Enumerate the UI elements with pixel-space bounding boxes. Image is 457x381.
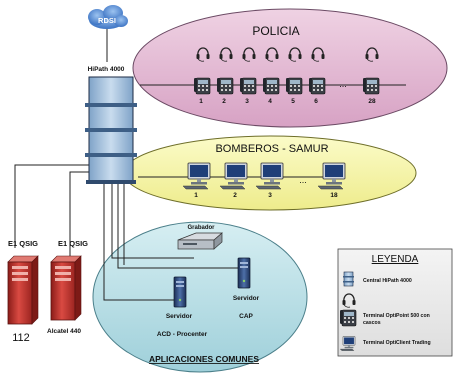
servidor-cap-tower bbox=[237, 257, 251, 289]
grabador-device bbox=[177, 232, 223, 250]
hipath-rack bbox=[85, 76, 137, 184]
legend-item-label-line2: cascos bbox=[363, 320, 381, 326]
rdsi-cloud: RDSI bbox=[88, 5, 128, 29]
hipath-label: HiPath 4000 bbox=[88, 66, 125, 73]
aplicaciones-zone bbox=[92, 221, 308, 373]
bomberos-title: BOMBEROS - SAMUR bbox=[215, 143, 328, 155]
bomberos-ellipsis: ... bbox=[299, 175, 307, 185]
desk-phone-icon bbox=[362, 77, 380, 95]
phone-number: 28 bbox=[368, 98, 376, 105]
phone-number: 6 bbox=[314, 98, 318, 105]
server-112-rack bbox=[7, 255, 39, 325]
station-number: 2 bbox=[233, 192, 237, 199]
desk-phone-icon bbox=[308, 77, 326, 95]
policia-ellipsis: ... bbox=[339, 79, 347, 89]
e1-qsig-right-label: E1 QSIG bbox=[58, 239, 88, 248]
legend-item-label: Terminal OptiClient Trading bbox=[363, 340, 431, 346]
phone-number: 3 bbox=[245, 98, 249, 105]
desk-phone-icon bbox=[339, 309, 357, 327]
legend-box: LEYENDA Central HiPath 4000 Terminal Opt… bbox=[337, 248, 453, 357]
pbx-tower-icon bbox=[343, 271, 354, 287]
desk-phone-icon bbox=[216, 77, 234, 95]
alcatel-440-caption: Alcatel 440 bbox=[47, 328, 81, 335]
servidor-acd-label-2: ACD - Procenter bbox=[157, 331, 208, 338]
legend-item-label: Central HiPath 4000 bbox=[363, 278, 412, 284]
servidor-acd-tower bbox=[173, 276, 187, 308]
phone-number: 4 bbox=[268, 98, 272, 105]
policia-phone-numbers: 1 2 3 4 5 6 28 bbox=[199, 98, 376, 105]
grabador-label: Grabador bbox=[187, 225, 215, 231]
bomberos-station-numbers: 1 2 3 18 bbox=[194, 192, 338, 199]
desk-phone-icon bbox=[193, 77, 211, 95]
legend-item-label: Terminal OptiPoint 500 con cascos bbox=[363, 313, 431, 326]
desk-phone-icon bbox=[239, 77, 257, 95]
phone-number: 1 bbox=[199, 98, 203, 105]
desk-phone-icon bbox=[262, 77, 280, 95]
rdsi-label: RDSI bbox=[98, 16, 116, 25]
servidor-cap-label-1: Servidor bbox=[233, 295, 260, 302]
aplicaciones-title: APLICACIONES COMUNES bbox=[149, 354, 259, 364]
station-number: 18 bbox=[330, 192, 338, 199]
e1-qsig-left-label: E1 QSIG bbox=[8, 239, 38, 248]
station-number: 3 bbox=[268, 192, 272, 199]
servidor-acd-label-1: Servidor bbox=[166, 313, 193, 320]
servidor-cap-label-2: CAP bbox=[239, 313, 253, 320]
station-number: 1 bbox=[194, 192, 198, 199]
policia-zone bbox=[132, 8, 448, 128]
legend-title: LEYENDA bbox=[372, 254, 419, 265]
policia-title: POLICIA bbox=[252, 24, 299, 38]
phone-number: 2 bbox=[222, 98, 226, 105]
alcatel-440-rack bbox=[50, 255, 82, 321]
phone-number: 5 bbox=[291, 98, 295, 105]
server-112-caption: 112 bbox=[12, 332, 30, 344]
legend-item-label-line1: Terminal OptiPoint 500 con bbox=[363, 313, 430, 319]
desk-phone-icon bbox=[285, 77, 303, 95]
